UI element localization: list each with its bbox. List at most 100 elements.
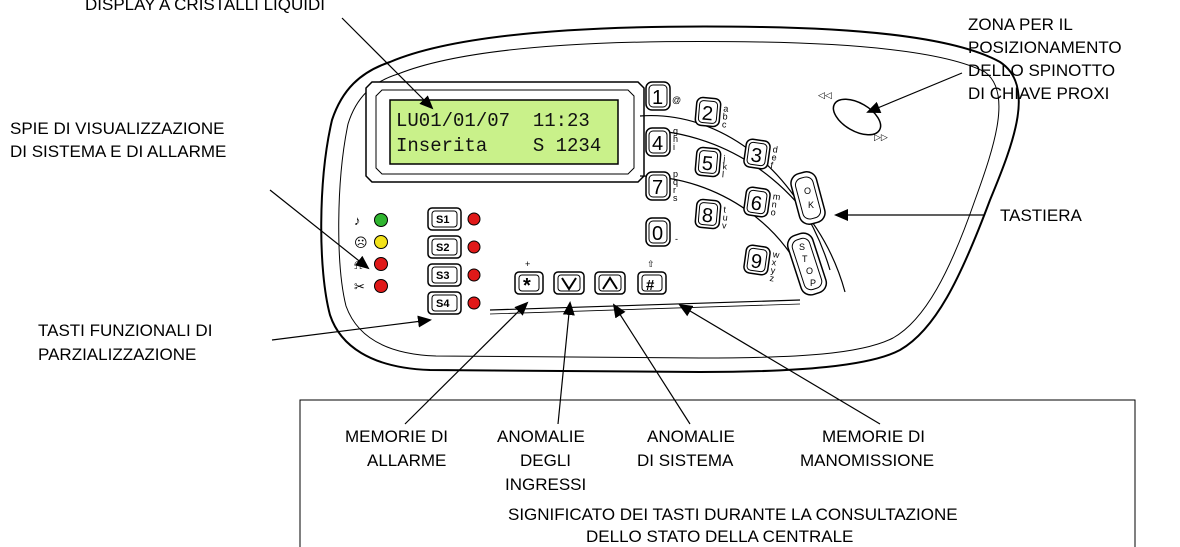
key-6-letter: o [770, 207, 776, 218]
key-9-letter: x [771, 257, 777, 268]
label-zona-3: DELLO SPINOTTO [968, 61, 1115, 80]
key-8-letter: t [723, 204, 727, 214]
label-anomalie-sistema-1: ANOMALIE [647, 427, 735, 446]
key-1-letters: @ [672, 95, 681, 105]
label-memorie-allarme-2: ALLARME [367, 451, 446, 470]
function-key-label: S3 [436, 270, 449, 282]
status-led [374, 257, 388, 271]
key-9-letter: z [769, 273, 775, 284]
function-led [467, 268, 481, 282]
label-anomalie-ingressi-1: ANOMALIE [497, 427, 585, 446]
label-significato-2: DELLO STATO DELLA CENTRALE [586, 527, 853, 546]
key-2-letter: c [722, 119, 728, 129]
function-key-label: S1 [436, 214, 449, 226]
key-6-letter: m [772, 191, 781, 202]
key-5-letter: k [722, 161, 728, 171]
leader-anomalie-ingressi [557, 301, 575, 425]
up-button[interactable] [594, 271, 626, 295]
key-9-digit: 9 [749, 250, 763, 273]
label-anomalie-sistema-2: DI SISTEMA [637, 451, 734, 470]
ok-label-o: O [804, 186, 811, 196]
function-key-s3-button[interactable]: S3 [427, 263, 462, 287]
nav-underline [489, 299, 801, 311]
label-tastiera: TASTIERA [1000, 206, 1083, 225]
key-6-letter: n [771, 199, 777, 210]
key-2-letter: b [722, 111, 728, 121]
key-1-digit: 1 [652, 87, 663, 109]
label-spie-1: SPIE DI VISUALIZZAZIONE [10, 119, 224, 138]
key-5-digit: 5 [701, 153, 714, 176]
key-4-letter: g [673, 126, 678, 136]
key-7-letter: q [673, 177, 678, 187]
leader-memorie-manomissione [678, 303, 881, 425]
label-zona-1: ZONA PER IL [968, 15, 1073, 34]
bell-icon: ⍾ [354, 257, 363, 272]
key-7-letter: s [673, 193, 678, 203]
function-led [467, 296, 481, 310]
status-led [374, 213, 388, 227]
star-label: * [523, 275, 531, 297]
key-3-letter: f [770, 160, 774, 170]
down-button[interactable] [553, 271, 585, 295]
function-key-s2-button[interactable]: S2 [427, 235, 462, 259]
label-zona-2: POSIZIONAMENTO [968, 38, 1122, 57]
key-8-letter: v [722, 220, 728, 230]
label-memorie-allarme-1: MEMORIE DI [345, 427, 448, 446]
key-3-digit: 3 [749, 144, 763, 167]
star-button[interactable]: * + [514, 259, 544, 297]
lcd-bezel: LU01/01/07 11:23 Inserita S 1234 [365, 81, 645, 183]
chevron-down-icon [561, 277, 577, 291]
label-memorie-manomissione-2: MANOMISSIONE [800, 451, 934, 470]
hash-button[interactable]: # ⇧ [637, 259, 667, 295]
key-4-letter: h [673, 134, 678, 144]
function-key-label: S2 [436, 242, 449, 254]
ok-label-k: K [808, 200, 814, 210]
key-7-letter: r [673, 185, 676, 195]
key-1-button[interactable]: 1@ [645, 81, 681, 111]
label-zona-4: DI CHIAVE PROXI [968, 84, 1109, 103]
key-9-letter: y [770, 265, 776, 276]
key-0-button[interactable]: 0- [645, 217, 678, 247]
key-9-letter: w [771, 249, 780, 260]
bell-hand-icon: ♪ [354, 213, 361, 228]
leader-display [341, 17, 434, 110]
key-7-digit: 7 [652, 177, 663, 199]
stop-label-t: T [802, 254, 808, 264]
key-4-digit: 4 [652, 133, 663, 155]
ok-button[interactable]: O K [789, 170, 828, 227]
stop-button[interactable]: S T O P [785, 231, 829, 298]
leader-anomalie-sistema [612, 303, 691, 425]
leader-memorie-allarme [404, 301, 529, 425]
label-spie-2: DI SISTEMA E DI ALLARME [10, 142, 226, 161]
key-0-digit: 0 [652, 223, 663, 245]
hash-label: # [646, 277, 655, 294]
key-0-letters: - [675, 234, 678, 244]
sad-face-icon: ☹ [354, 235, 368, 250]
key-2-letter: a [723, 103, 729, 113]
svg-text:▷▷: ▷▷ [874, 132, 888, 142]
star-top-label: + [525, 259, 530, 269]
function-key-s1-button[interactable]: S1 [427, 207, 462, 231]
label-anomalie-ingressi-2: DEGLI [520, 451, 571, 470]
legend-box [299, 399, 1136, 547]
label-memorie-manomissione-1: MEMORIE DI [822, 427, 925, 446]
nav-underline-2 [489, 303, 801, 315]
label-tasti-funzionali-1: TASTI FUNZIONALI DI [38, 321, 212, 340]
key-2-digit: 2 [701, 103, 714, 126]
key-5-letter: l [722, 169, 725, 179]
key-3-letter: d [772, 144, 778, 155]
key-8-digit: 8 [701, 205, 714, 228]
label-significato-1: SIGNIFICATO DEI TASTI DURANTE LA CONSULT… [508, 505, 958, 524]
function-key-s4-button[interactable]: S4 [427, 291, 462, 315]
keypad-arc-2 [647, 129, 846, 293]
